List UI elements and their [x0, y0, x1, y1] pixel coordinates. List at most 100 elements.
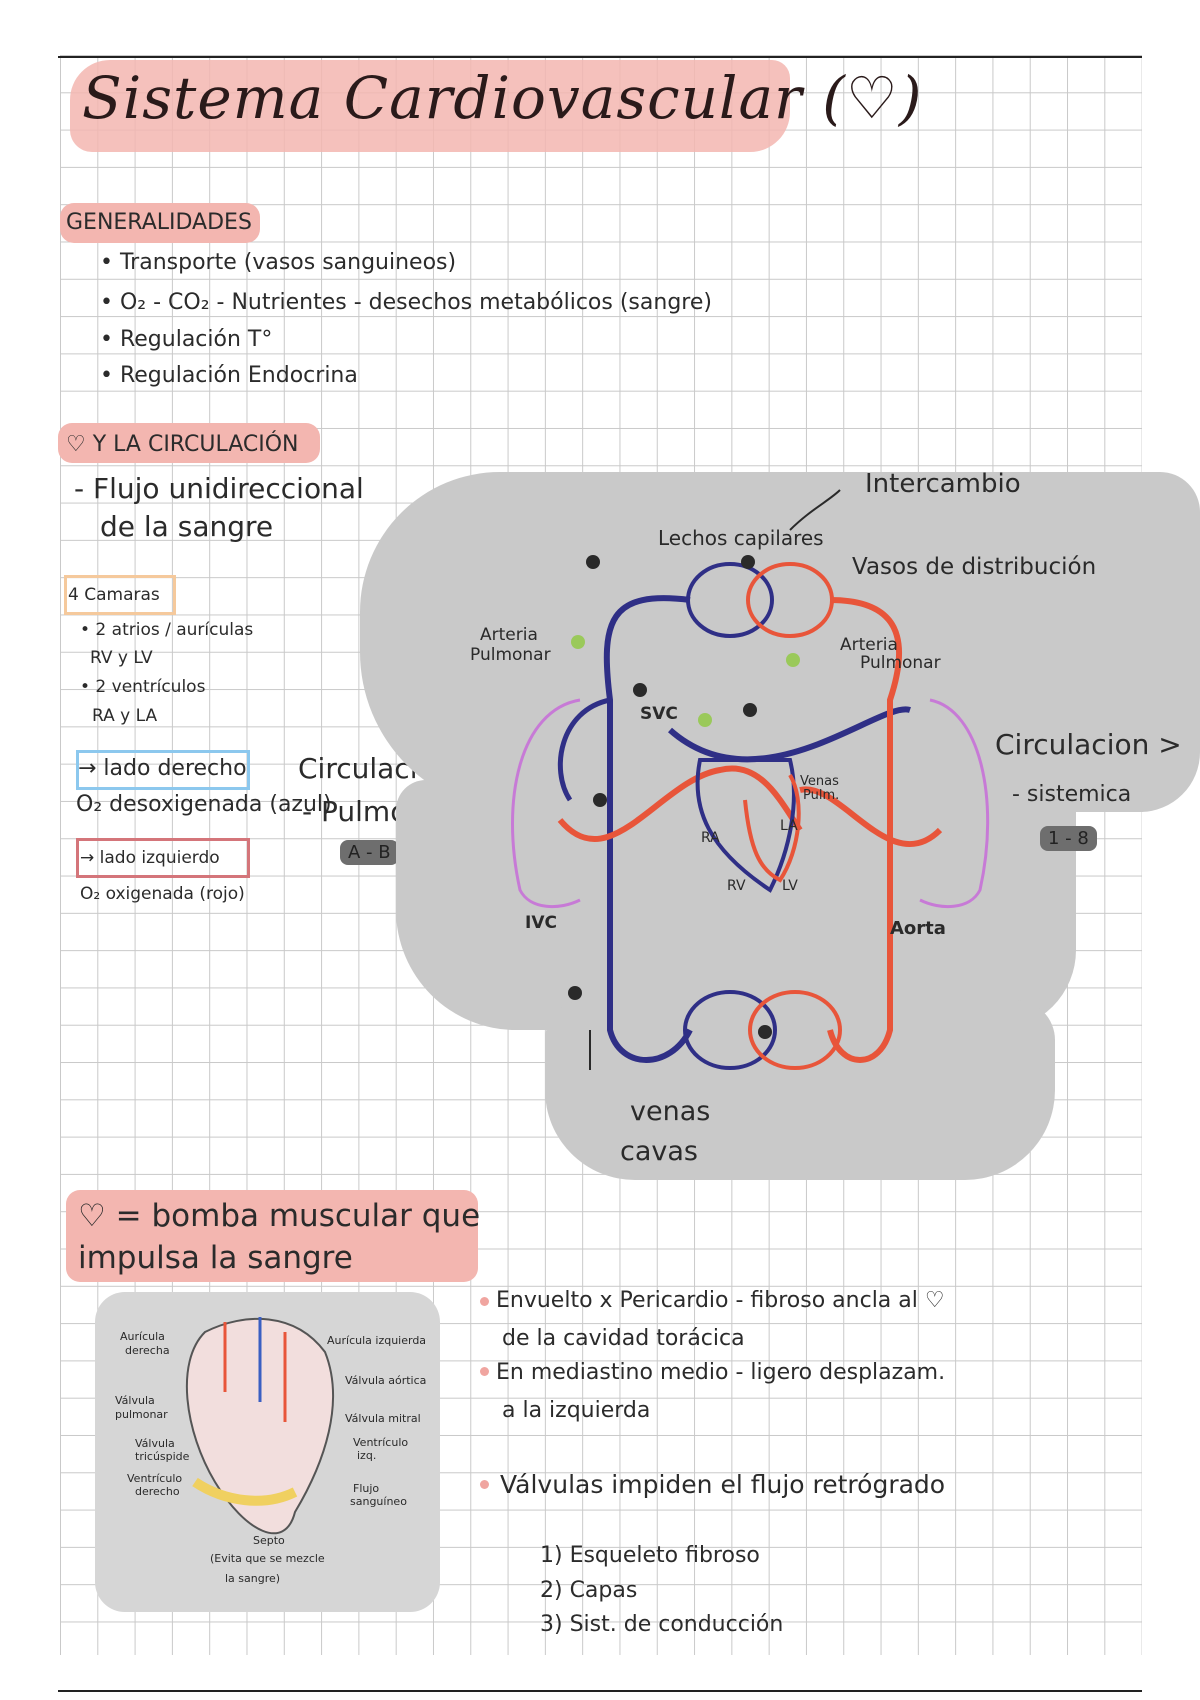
aorta-label: Aorta — [890, 918, 946, 939]
generalidades-item: • Regulación T° — [100, 327, 273, 352]
arteria-pulmonar-right: Arteria — [840, 635, 898, 655]
bottom-rule — [58, 1690, 1142, 1692]
venas-cavas-label: cavas — [620, 1136, 698, 1167]
diagram-background — [545, 1000, 1055, 1180]
bullet-dot — [480, 1367, 489, 1376]
heart-left-side — [743, 773, 801, 883]
sistemica-tag: 1 - 8 — [1040, 826, 1097, 851]
lechos-label: Lechos capilares — [658, 526, 824, 550]
marker-dot — [741, 555, 755, 569]
ventriculo-der-label: Ventrículo — [127, 1472, 182, 1485]
auricula-izq-label: Aurícula izquierda — [327, 1334, 426, 1347]
flujo-line: de la sangre — [100, 510, 274, 543]
bullet-dot — [480, 1297, 489, 1306]
camaras-item: RA y LA — [92, 706, 158, 726]
title-highlight — [70, 60, 790, 152]
marker-dot — [743, 703, 757, 717]
note-line: Envuelto x Pericardio - fibroso ancla al… — [496, 1288, 945, 1313]
venas-pulm-label: Pulm. — [803, 788, 839, 803]
flujo-label: Flujo — [353, 1482, 379, 1495]
rv-label: RV — [727, 878, 746, 894]
arteria-pulmonar-left: Arteria — [480, 625, 538, 645]
septo-label: la sangre) — [225, 1572, 280, 1585]
note-line: En mediastino medio - ligero desplazam. — [496, 1360, 946, 1385]
camaras-item: • 2 ventrículos — [80, 677, 206, 697]
auricula-der-label: derecha — [125, 1344, 170, 1357]
lv-label: LV — [782, 878, 798, 894]
ventriculo-der-label: derecho — [135, 1485, 180, 1498]
top-rule — [58, 56, 1142, 58]
circulation-diagram: Lechos capilares Intercambio Vasos de di… — [470, 470, 1096, 1167]
ventriculo-izq-label: izq. — [357, 1449, 376, 1462]
ra-label: RA — [701, 830, 720, 846]
heart-shape — [185, 1317, 335, 1535]
lower-capillary-bed — [748, 990, 842, 1070]
right-lung-outline — [919, 698, 990, 909]
circ-sistemica-line2: - sistemica — [1012, 782, 1132, 807]
septo-label: (Evita que se mezcle — [210, 1552, 325, 1565]
bomba-highlight — [66, 1190, 478, 1282]
ivc-label: IVC — [525, 913, 557, 933]
camaras-item: RV y LV — [90, 648, 153, 668]
flujo-label: sanguíneo — [350, 1495, 407, 1508]
flujo-line: - Flujo unidireccional — [74, 472, 364, 505]
intercambio-label: Intercambio — [865, 470, 1021, 499]
ventriculo-izq-label: Ventrículo — [353, 1436, 408, 1449]
valvula-aortica-label: Válvula aórtica — [345, 1374, 426, 1387]
arteria-pulmonar-right: Pulmonar — [860, 653, 941, 673]
pulmonary-artery-right — [668, 706, 911, 763]
bullet-dot — [480, 1480, 489, 1489]
vasos-label: Vasos de distribución — [852, 554, 1096, 580]
marker-dot — [633, 683, 647, 697]
svc-label: SVC — [640, 704, 678, 724]
septo-label: Septo — [253, 1534, 285, 1547]
bomba-line1: ♡ = bomba muscular que — [78, 1198, 481, 1234]
vena-cava — [603, 595, 693, 1063]
page-title: Sistema Cardiovascular (♡) — [82, 64, 923, 132]
note-line: Válvulas impiden el flujo retrógrado — [500, 1470, 946, 1499]
la-label: LA — [780, 818, 798, 834]
auricula-der-label: Aurícula — [120, 1330, 165, 1343]
aorta — [827, 597, 903, 1063]
camaras-box — [64, 575, 176, 615]
marker-dot — [586, 555, 600, 569]
generalidades-heading: GENERALIDADES — [66, 210, 252, 235]
pointer-line — [789, 489, 841, 531]
septum-highlight — [192, 1477, 298, 1506]
lower-capillary-bed — [683, 990, 777, 1070]
bomba-line2: impulsa la sangre — [78, 1240, 353, 1276]
marker-dot — [593, 793, 607, 807]
generalidades-item: • Regulación Endocrina — [100, 363, 358, 388]
lado-derecho: → lado derecho — [78, 756, 247, 781]
heart-outline — [695, 758, 796, 893]
upper-capillary-bed — [746, 562, 834, 638]
note-line: de la cavidad torácica — [502, 1326, 745, 1351]
numbered-item: 1) Esqueleto fibroso — [540, 1543, 760, 1568]
circ-sistemica-line1: Circulacion > — [995, 728, 1182, 761]
generalidades-item: • Transporte (vasos sanguineos) — [100, 250, 457, 275]
lado-derecho-box — [76, 750, 250, 790]
valvula-mitral-label: Válvula mitral — [345, 1412, 421, 1425]
camaras-item: • 2 atrios / aurículas — [80, 620, 254, 640]
lado-izquierdo-box — [76, 838, 250, 878]
camaras-heading: 4 Camaras — [68, 585, 160, 605]
venas-pulm-label: Venas — [800, 774, 839, 789]
pulmonary-artery-left — [557, 697, 611, 802]
generalidades-highlight — [60, 203, 260, 243]
circulacion-heading: ♡ Y LA CIRCULACIÓN — [66, 432, 299, 457]
generalidades-item: • O₂ - CO₂ - Nutrientes - desechos metab… — [100, 290, 712, 315]
marker-dot-green — [571, 635, 585, 649]
lado-derecho-desc: O₂ desoxigenada (azul) — [76, 792, 332, 817]
pulmonar-tag: A - B — [340, 840, 399, 865]
left-lung-outline — [511, 698, 581, 909]
valvula-tric-label: Válvula — [135, 1437, 175, 1450]
marker-dot — [568, 986, 582, 1000]
valvula-tric-label: tricúspide — [135, 1450, 190, 1463]
lado-izquierdo: → lado izquierdo — [80, 848, 220, 868]
circulacion-highlight — [58, 423, 320, 463]
marker-dot — [758, 1025, 772, 1039]
lado-izquierdo-desc: O₂ oxigenada (rojo) — [80, 884, 245, 904]
venas-cavas-label: venas — [630, 1096, 710, 1127]
arteria-pulmonar-left: Pulmonar — [470, 645, 551, 665]
pulmonary-vein — [557, 765, 803, 842]
